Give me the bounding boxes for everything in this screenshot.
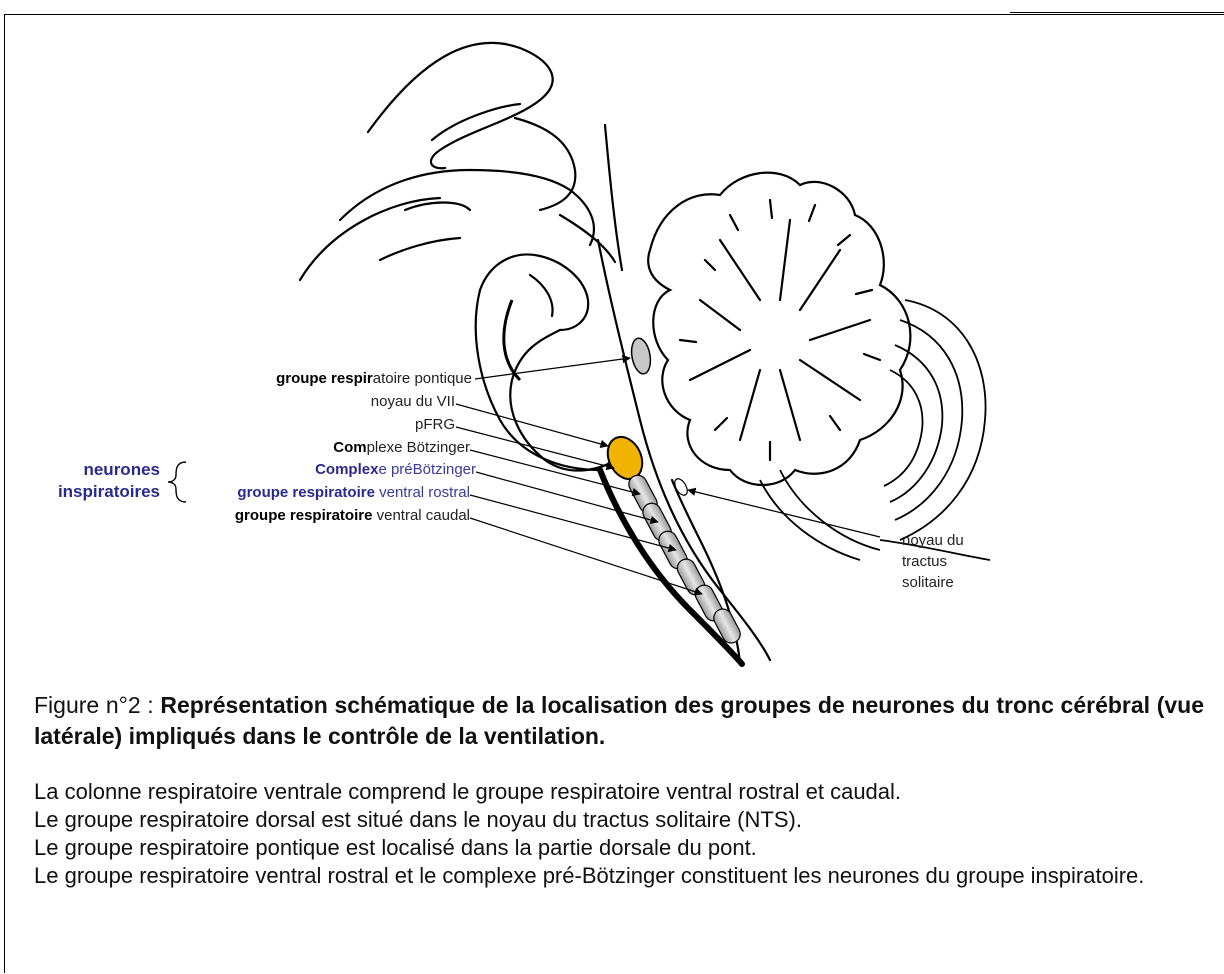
label-prebotzinger: Complexe préBötzinger (315, 461, 476, 479)
label-nts: noyau du tractus solitaire (902, 530, 964, 593)
inspi-line-1: neurones (22, 459, 160, 481)
figure-caption: Figure n°2 : Représentation schématique … (34, 690, 1204, 752)
nts-line-3: solitaire (902, 572, 964, 593)
label-vrg-rostral: groupe respiratoire ventral rostral (237, 484, 470, 502)
label-pfrg: pFRG (415, 416, 455, 434)
label-pontine-group: groupe respiratoire pontique (276, 370, 472, 388)
paragraph-2: Le groupe respiratoire dorsal est situé … (34, 806, 1204, 834)
cerebellar-folia (760, 300, 990, 560)
label-neurones-inspiratoires: neurones inspiratoires (22, 459, 160, 503)
nts-line-1: noyau du (902, 530, 964, 551)
paragraph-3: Le groupe respiratoire pontique est loca… (34, 834, 1204, 862)
paragraph-4: Le groupe respiratoire ventral rostral e… (34, 862, 1204, 890)
nts-line-2: tractus (902, 551, 964, 572)
paragraph-1: La colonne respiratoire ventrale compren… (34, 778, 1204, 806)
inspi-line-2: inspiratoires (22, 481, 160, 503)
inspiratory-bracket (168, 462, 186, 502)
label-noyau-vii: noyau du VII (371, 393, 455, 411)
label-vrg-caudal: groupe respiratoire ventral caudal (235, 507, 470, 525)
ventral-respiratory-column (626, 472, 744, 646)
caption-title: Représentation schématique de la localis… (34, 692, 1204, 749)
brainstem-diagram (0, 0, 1224, 680)
pontine-respiratory-group (629, 337, 653, 376)
label-botzinger: Complexe Bötzinger (333, 439, 470, 457)
cerebellum (648, 173, 910, 485)
caption-prefix: Figure n°2 : (34, 692, 160, 718)
cerebrum-outline (300, 43, 622, 280)
